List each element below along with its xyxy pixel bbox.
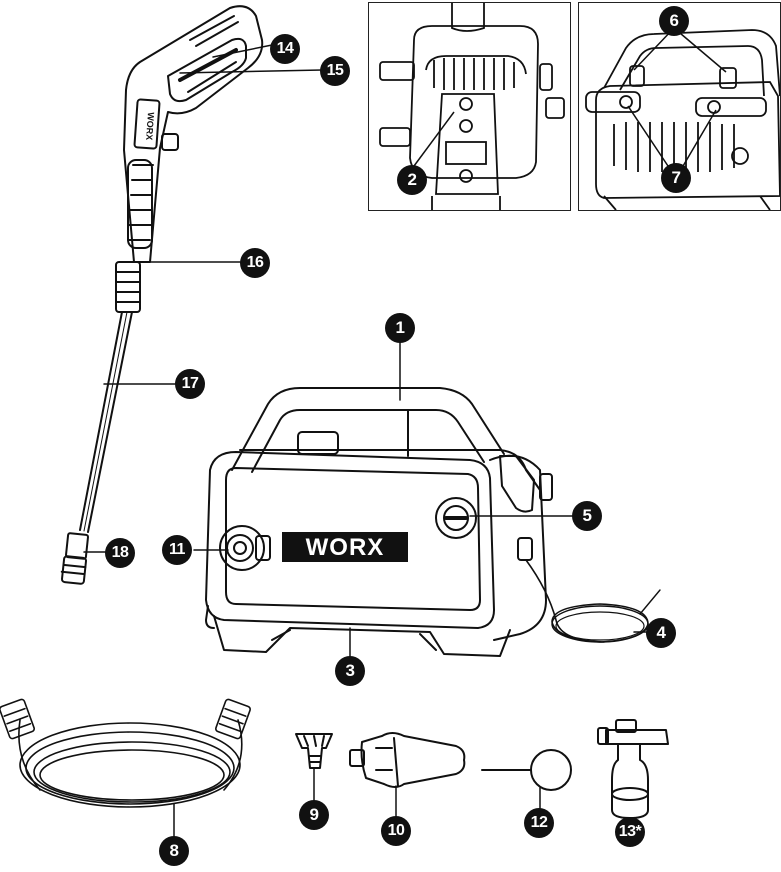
worx-logo-plate bbox=[282, 532, 408, 562]
worx-logo-text: WORX bbox=[306, 534, 385, 561]
callout-13: 13* bbox=[615, 817, 645, 847]
callout-11: 11 bbox=[162, 535, 192, 565]
callout-6: 6 bbox=[659, 6, 689, 36]
lance-drawing bbox=[60, 311, 133, 585]
callout-10: 10 bbox=[381, 816, 411, 846]
turbo-nozzle-drawing bbox=[349, 732, 466, 788]
callout-9: 9 bbox=[299, 800, 329, 830]
pressure-washer-body-drawing bbox=[205, 387, 661, 657]
callout-8: 8 bbox=[159, 836, 189, 866]
callout-5: 5 bbox=[572, 501, 602, 531]
callout-7: 7 bbox=[661, 163, 691, 193]
nozzle-tip-drawing bbox=[295, 733, 333, 769]
callout-17: 17 bbox=[175, 369, 205, 399]
callout-2: 2 bbox=[397, 165, 427, 195]
hose-drawing bbox=[0, 698, 251, 808]
callout-14: 14 bbox=[270, 34, 300, 64]
callout-16: 16 bbox=[240, 248, 270, 278]
inset-bottom-view bbox=[368, 2, 571, 211]
inset-rear-clips-drawing bbox=[585, 27, 781, 211]
foam-bottle-drawing bbox=[597, 719, 669, 819]
callout-12: 12 bbox=[524, 808, 554, 838]
callout-18: 18 bbox=[105, 538, 135, 568]
callout-3: 3 bbox=[335, 656, 365, 686]
callout-1: 1 bbox=[385, 313, 415, 343]
cleaning-needle-drawing bbox=[481, 749, 572, 791]
callout-15: 15 bbox=[320, 56, 350, 86]
spray-gun-drawing bbox=[115, 5, 264, 313]
grip-logo-text: WORX bbox=[144, 112, 156, 141]
callout-4: 4 bbox=[646, 618, 676, 648]
